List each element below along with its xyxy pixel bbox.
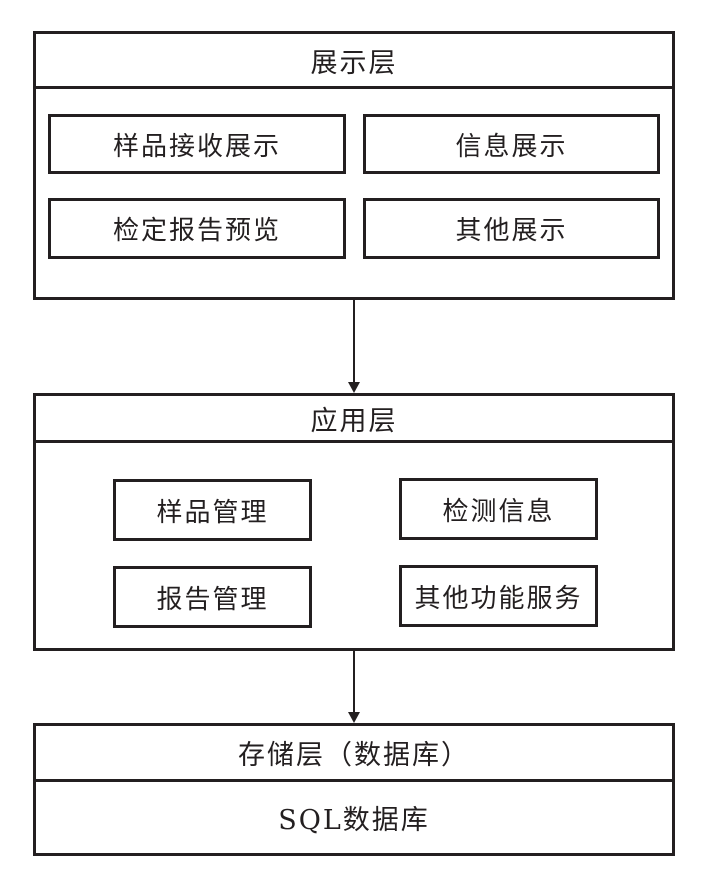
node-sample-receive-display: 样品接收展示 [48, 114, 346, 174]
node-testing-info: 检测信息 [399, 478, 598, 540]
arrow-down-presentation-to-application [348, 300, 360, 393]
layer-storage: 存储层（数据库） SQL数据库 [33, 723, 675, 856]
node-other-function-services: 其他功能服务 [399, 565, 598, 627]
layer-storage-title: 存储层（数据库） [36, 726, 672, 782]
node-sql-database: SQL数据库 [278, 805, 430, 836]
arrow-down-application-to-storage [348, 651, 360, 723]
layer-application: 应用层 样品管理 检测信息 报告管理 其他功能服务 [33, 393, 675, 651]
arrow-line [353, 651, 355, 713]
node-info-display: 信息展示 [363, 114, 660, 174]
node-report-management: 报告管理 [113, 566, 312, 628]
layer-presentation: 展示层 样品接收展示 信息展示 检定报告预览 其他展示 [33, 31, 675, 300]
node-other-display: 其他展示 [363, 198, 660, 259]
node-sample-management: 样品管理 [113, 479, 312, 541]
arrow-head-icon [348, 382, 360, 393]
node-verification-report-preview: 检定报告预览 [48, 198, 346, 259]
arrow-head-icon [348, 712, 360, 723]
layer-application-title: 应用层 [36, 396, 672, 443]
layer-presentation-title: 展示层 [36, 34, 672, 89]
arrow-line [353, 300, 355, 383]
